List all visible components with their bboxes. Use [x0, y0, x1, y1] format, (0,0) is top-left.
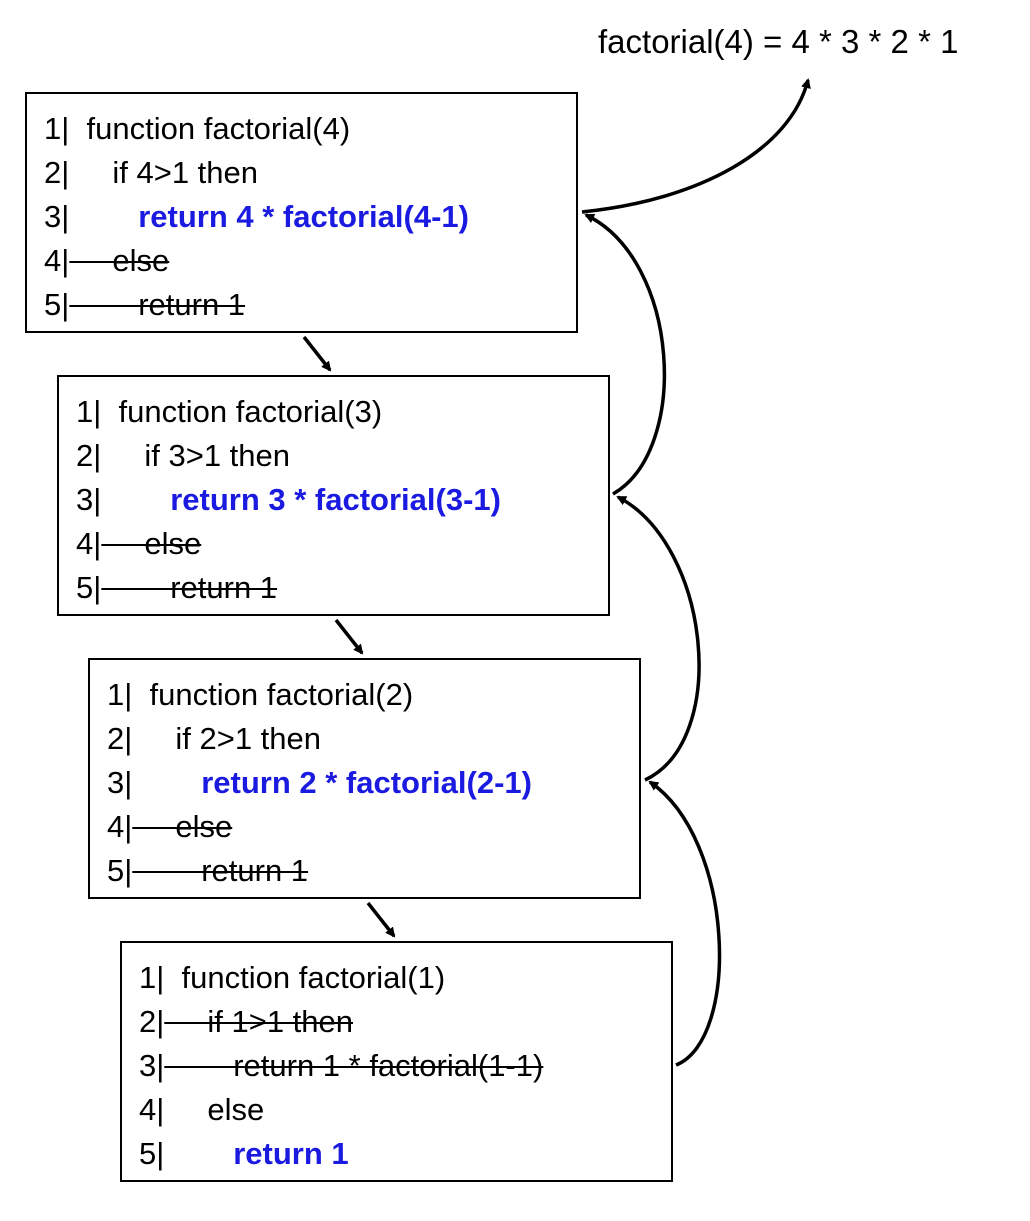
- line-number: 4|: [107, 809, 133, 844]
- code-text: if 1>1 then: [164, 1004, 354, 1039]
- line-number: 2|: [107, 721, 133, 756]
- code-line: 5| return 1: [44, 287, 245, 323]
- code-line: 2| if 4>1 then: [44, 155, 258, 191]
- code-line: 1| function factorial(4): [44, 111, 350, 147]
- call-arrow-2-to-1: [366, 901, 396, 938]
- line-number: 3|: [44, 199, 70, 234]
- code-text: function factorial(2): [132, 677, 414, 712]
- line-number: 3|: [107, 765, 133, 800]
- code-text: return 1: [101, 570, 278, 605]
- code-line: 2| if 3>1 then: [76, 438, 290, 474]
- line-number: 4|: [139, 1092, 165, 1127]
- return-arrow-2-to-3: [616, 495, 701, 782]
- code-text: else: [69, 243, 170, 278]
- line-number: 1|: [139, 960, 165, 995]
- code-text: if 4>1 then: [69, 155, 259, 190]
- code-line: 5| return 1: [139, 1136, 349, 1172]
- return-arrow-4-to-result: [581, 78, 811, 214]
- return-arrow-1-to-2: [648, 780, 722, 1067]
- code-line: 4| else: [76, 526, 201, 562]
- line-number: 3|: [139, 1048, 165, 1083]
- code-text: return 2 * factorial(2-1): [132, 765, 532, 800]
- code-line: 2| if 2>1 then: [107, 721, 321, 757]
- code-text: if 2>1 then: [132, 721, 322, 756]
- code-line: 3| return 1 * factorial(1-1): [139, 1048, 543, 1084]
- line-number: 1|: [76, 394, 102, 429]
- call-frame-factorial-3: 1| function factorial(3) 2| if 3>1 then 3|…: [57, 375, 610, 616]
- code-line: 3| return 3 * factorial(3-1): [76, 482, 501, 518]
- code-text: if 3>1 then: [101, 438, 291, 473]
- code-line: 3| return 4 * factorial(4-1): [44, 199, 469, 235]
- line-number: 4|: [76, 526, 102, 561]
- line-number: 1|: [107, 677, 133, 712]
- code-text: else: [164, 1092, 265, 1127]
- return-arrow-3-to-4: [584, 213, 667, 496]
- line-number: 5|: [76, 570, 102, 605]
- line-number: 1|: [44, 111, 70, 146]
- line-number: 5|: [44, 287, 70, 322]
- call-frame-factorial-2: 1| function factorial(2) 2| if 2>1 then 3|…: [88, 658, 641, 899]
- code-text: return 1: [164, 1136, 349, 1171]
- line-number: 2|: [139, 1004, 165, 1039]
- code-line: 3| return 2 * factorial(2-1): [107, 765, 532, 801]
- code-line: 2| if 1>1 then: [139, 1004, 353, 1040]
- result-equation: factorial(4) = 4 * 3 * 2 * 1: [598, 23, 959, 60]
- line-number: 4|: [44, 243, 70, 278]
- line-number: 5|: [139, 1136, 165, 1171]
- code-text: return 1 * factorial(1-1): [164, 1048, 544, 1083]
- code-line: 4| else: [107, 809, 232, 845]
- code-line: 4| else: [139, 1092, 264, 1128]
- code-line: 1| function factorial(2): [107, 677, 413, 713]
- line-number: 2|: [44, 155, 70, 190]
- call-arrow-3-to-2: [334, 618, 364, 655]
- line-number: 2|: [76, 438, 102, 473]
- code-text: return 4 * factorial(4-1): [69, 199, 469, 234]
- code-line: 5| return 1: [107, 853, 308, 889]
- code-text: function factorial(4): [69, 111, 351, 146]
- line-number: 3|: [76, 482, 102, 517]
- call-frame-factorial-4: 1| function factorial(4) 2| if 4>1 then 3|…: [25, 92, 578, 333]
- code-text: else: [132, 809, 233, 844]
- code-text: return 1: [132, 853, 309, 888]
- call-frame-factorial-1: 1| function factorial(1) 2| if 1>1 then 3|…: [120, 941, 673, 1182]
- code-line: 4| else: [44, 243, 169, 279]
- code-text: return 1: [69, 287, 246, 322]
- code-text: function factorial(3): [101, 394, 383, 429]
- line-number: 5|: [107, 853, 133, 888]
- code-line: 1| function factorial(1): [139, 960, 445, 996]
- code-line: 5| return 1: [76, 570, 277, 606]
- code-text: function factorial(1): [164, 960, 446, 995]
- code-line: 1| function factorial(3): [76, 394, 382, 430]
- code-text: return 3 * factorial(3-1): [101, 482, 501, 517]
- call-arrow-4-to-3: [302, 335, 332, 372]
- code-text: else: [101, 526, 202, 561]
